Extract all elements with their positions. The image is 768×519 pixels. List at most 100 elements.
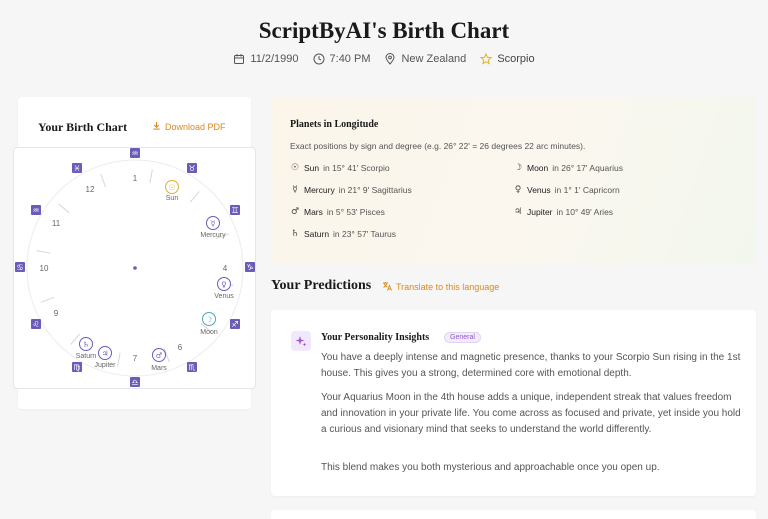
sign-taurus-box (187, 163, 197, 173)
sign-virgo-box (72, 362, 82, 372)
translate-label: Translate to this language (396, 282, 500, 292)
planet-moon-marker (202, 312, 216, 326)
house-cusp-line (40, 296, 55, 303)
download-pdf-label: Download PDF (165, 121, 226, 132)
jupiter-icon: ♃ (513, 207, 523, 217)
birth-time-text: 7:40 PM (329, 53, 371, 65)
location-pin-icon (384, 53, 396, 65)
planet-jupiter-label: Jupiter (94, 362, 116, 369)
birth-location: New Zealand (384, 53, 466, 65)
sign-pisces-box (72, 163, 82, 173)
house-cusp-line (58, 203, 70, 214)
birth-date-text: 11/2/1990 (250, 53, 299, 65)
planet-jupiter-marker (98, 346, 112, 360)
sign-aquarius-left-box (31, 205, 41, 215)
house-cusp-line (70, 333, 81, 345)
planet-moon-label: Moon (200, 329, 218, 336)
house-cusp-line (36, 250, 51, 254)
sign-scorpio-box (187, 362, 197, 372)
download-icon (152, 121, 161, 132)
planet-mercury-label: Mercury (200, 232, 226, 239)
house-cusp-line (215, 233, 230, 240)
planet-saturn-label: Saturn (76, 353, 97, 360)
planet-name: Moon (527, 163, 549, 173)
sign-aquarius-icon: ♒ (131, 149, 138, 158)
house-number: 10 (40, 264, 49, 273)
sun-icon: ☉ (169, 183, 176, 192)
star-icon (480, 53, 493, 65)
mars-icon: ♂ (156, 351, 163, 360)
house-cusp-line (149, 169, 153, 184)
planet-position: in 23° 57' Taurus (333, 229, 397, 239)
birth-details: 11/2/1990 7:40 PM New Zealand Scorpio (0, 53, 768, 65)
planet-name: Sun (304, 163, 320, 173)
insight-paragraph: This blend makes you both mysterious and… (321, 462, 660, 473)
translate-icon (382, 281, 392, 293)
house-cusp-line (189, 191, 200, 203)
mercury-icon: ☿ (211, 219, 216, 228)
planet-name: Jupiter (527, 207, 553, 217)
house-cusp-line (100, 173, 107, 188)
planet-row-saturn: ♄ Saturn in 23° 57' Taurus (290, 229, 396, 239)
planet-name: Mars (304, 207, 323, 217)
birth-location-text: New Zealand (401, 53, 467, 65)
planet-saturn-marker (79, 337, 93, 351)
planet-row-jupiter: ♃ Jupiter in 10° 49' Aries (513, 207, 613, 217)
planet-row-venus: ♀ Venus in 1° 1' Capricorn (513, 185, 620, 195)
planet-mars-marker (152, 348, 166, 362)
venus-icon: ♀ (514, 185, 522, 195)
moon-icon: ☽ (206, 315, 213, 324)
translate-button[interactable]: Translate to this language (382, 281, 499, 293)
insight-title: Your Personality Insights (321, 332, 430, 343)
mercury-icon: ☿ (292, 185, 298, 195)
planets-panel-subtitle: Exact positions by sign and degree (e.g.… (290, 141, 586, 151)
mars-icon: ♂ (290, 207, 300, 217)
house-cusp-line (200, 322, 212, 333)
birth-time: 7:40 PM (313, 53, 371, 65)
sign-gemini-box (230, 205, 240, 215)
saturn-icon: ♄ (83, 340, 90, 349)
page-title: ScriptByAI's Birth Chart (258, 18, 510, 43)
sign-leo-box (31, 319, 41, 329)
planets-panel-title: Planets in Longitude (290, 119, 379, 130)
download-pdf-button[interactable]: Download PDF (152, 121, 226, 132)
sign-sagittarius-icon: ♐ (231, 320, 238, 329)
planet-position: in 5° 53' Pisces (326, 207, 385, 217)
sign-cancer-icon: ♋ (16, 263, 23, 272)
moon-icon: ☽ (513, 163, 523, 173)
planet-position: in 26° 17' Aquarius (552, 163, 623, 173)
predictions-title: Your Predictions (271, 278, 372, 293)
sparkles-icon (291, 331, 311, 351)
sign-pisces-icon: ♓ (73, 164, 80, 173)
planet-position: in 21° 9' Sagittarius (338, 185, 412, 195)
venus-icon: ♀ (221, 280, 227, 289)
saturn-icon: ♄ (290, 229, 300, 239)
house-number: 11 (52, 219, 61, 228)
planet-venus-marker (217, 277, 231, 291)
category-badge: General (444, 332, 481, 343)
insight-paragraph: Your Aquarius Moon in the 4th house adds… (321, 392, 741, 435)
sun-icon: ☉ (290, 163, 300, 173)
insight-paragraph: You have a deeply intense and magnetic p… (321, 352, 741, 379)
clock-icon (313, 53, 325, 65)
planet-row-sun: ☉ Sun in 15° 41' Scorpio (290, 163, 390, 173)
house-number: 7 (133, 354, 138, 363)
house-cusp-line (163, 348, 170, 363)
planet-position: in 15° 41' Scorpio (323, 163, 390, 173)
planets-in-longitude-panel: Planets in Longitude Exact positions by … (271, 97, 756, 263)
planet-row-mercury: ☿ Mercury in 21° 9' Sagittarius (290, 185, 412, 195)
planet-position: in 1° 1' Capricorn (554, 185, 620, 195)
sign-libra-box (130, 377, 140, 387)
planet-name: Saturn (304, 229, 330, 239)
house-cusp-line (117, 352, 121, 367)
sign-scorpio-icon: ♏ (188, 363, 196, 372)
planet-row-mars: ♂ Mars in 5° 53' Pisces (290, 207, 385, 217)
next-prediction-card (271, 510, 756, 519)
house-number: 1 (133, 174, 138, 183)
sign-aquarius-box (130, 148, 140, 158)
planet-mars-label: Mars (151, 365, 167, 372)
sign-cancer-box (15, 262, 25, 272)
calendar-icon (233, 53, 245, 65)
